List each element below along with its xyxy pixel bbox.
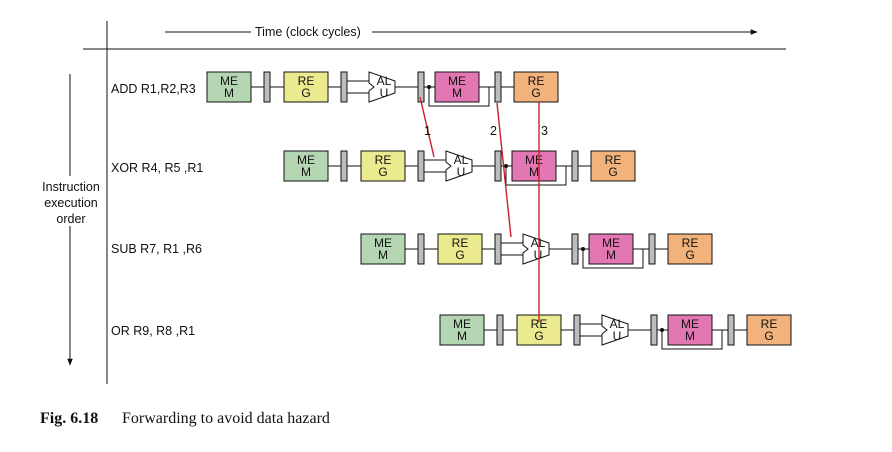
alu-text: U bbox=[380, 86, 389, 100]
register-file-read-text: RE bbox=[375, 153, 392, 167]
register-file-write bbox=[513, 71, 559, 103]
forwarding-path-2 bbox=[496, 102, 512, 238]
instruction-memory-text: ME bbox=[220, 74, 238, 88]
forward-label-1: 1 bbox=[424, 124, 431, 138]
alu-text: AL bbox=[531, 236, 546, 250]
instruction-label-3: SUB R7, R1 ,R6 bbox=[111, 242, 202, 256]
bypass-wire bbox=[661, 330, 723, 350]
register-file-read-text: G bbox=[455, 248, 464, 262]
pipeline-latch bbox=[417, 150, 425, 182]
data-memory-text: ME bbox=[602, 236, 620, 250]
register-file-read-text: G bbox=[301, 86, 310, 100]
instruction-memory-text: ME bbox=[453, 317, 471, 331]
register-file-write-text: RE bbox=[682, 236, 699, 250]
pipeline-latch bbox=[650, 314, 658, 346]
data-memory bbox=[511, 150, 557, 182]
register-file-write bbox=[590, 150, 636, 182]
pipeline-latch bbox=[340, 71, 348, 103]
side-label-line-1: Instruction bbox=[42, 180, 100, 194]
bypass-wire bbox=[582, 249, 644, 269]
register-file-write-text: G bbox=[685, 248, 694, 262]
caption-number: Fig. 6.18 bbox=[40, 410, 98, 427]
register-file-write bbox=[746, 314, 792, 346]
alu-text: AL bbox=[610, 317, 625, 331]
pipeline-latch bbox=[496, 314, 504, 346]
data-memory-text: M bbox=[685, 329, 695, 343]
instruction-memory-text: M bbox=[457, 329, 467, 343]
instruction-memory bbox=[283, 150, 329, 182]
pipeline-latch bbox=[263, 71, 271, 103]
forward-label-3: 3 bbox=[541, 124, 548, 138]
pipeline-latch bbox=[494, 71, 502, 103]
alu-icon bbox=[445, 150, 473, 182]
data-memory-text: ME bbox=[448, 74, 466, 88]
instruction-label-4: OR R9, R8 ,R1 bbox=[111, 324, 195, 338]
instruction-memory bbox=[206, 71, 252, 103]
alu-text: AL bbox=[377, 74, 392, 88]
instruction-memory-text: M bbox=[301, 165, 311, 179]
register-file-read bbox=[437, 233, 483, 265]
instruction-memory-text: M bbox=[378, 248, 388, 262]
register-file-read bbox=[283, 71, 329, 103]
register-file-read-text: RE bbox=[298, 74, 315, 88]
pipeline-latch bbox=[571, 233, 579, 265]
pipeline-latch bbox=[648, 233, 656, 265]
pipeline-latch bbox=[571, 150, 579, 182]
data-memory-text: ME bbox=[681, 317, 699, 331]
data-memory-text: M bbox=[452, 86, 462, 100]
pipeline-latch bbox=[494, 150, 502, 182]
data-memory bbox=[434, 71, 480, 103]
alu-text: U bbox=[613, 329, 622, 343]
alu-icon bbox=[522, 233, 550, 265]
register-file-write bbox=[667, 233, 713, 265]
alu-icon bbox=[368, 71, 396, 103]
instruction-memory-text: ME bbox=[374, 236, 392, 250]
bypass-wire bbox=[505, 166, 567, 186]
instruction-label-1: ADD R1,R2,R3 bbox=[111, 82, 196, 96]
instruction-label-2: XOR R4, R5 ,R1 bbox=[111, 161, 203, 175]
bypass-wire bbox=[428, 87, 490, 107]
pipeline-latch bbox=[727, 314, 735, 346]
alu-text: U bbox=[534, 248, 543, 262]
register-file-read-text: RE bbox=[531, 317, 548, 331]
register-file-read-text: G bbox=[378, 165, 387, 179]
instruction-memory bbox=[360, 233, 406, 265]
alu-text: AL bbox=[454, 153, 469, 167]
register-file-write-text: RE bbox=[761, 317, 778, 331]
register-file-read bbox=[360, 150, 406, 182]
alu-icon bbox=[601, 314, 629, 346]
data-memory-text: M bbox=[529, 165, 539, 179]
register-file-write-text: G bbox=[764, 329, 773, 343]
register-file-read-text: RE bbox=[452, 236, 469, 250]
side-label-line-2: execution bbox=[44, 196, 98, 210]
instruction-memory-text: M bbox=[224, 86, 234, 100]
forwarding-path-1 bbox=[419, 96, 435, 158]
instruction-memory-text: ME bbox=[297, 153, 315, 167]
pipeline-latch bbox=[417, 71, 425, 103]
caption-text: Forwarding to avoid data hazard bbox=[122, 410, 330, 427]
pipeline-latch bbox=[573, 314, 581, 346]
register-file-read-text: G bbox=[534, 329, 543, 343]
pipeline-latch bbox=[417, 233, 425, 265]
register-file-write-text: G bbox=[608, 165, 617, 179]
data-memory bbox=[588, 233, 634, 265]
time-title: Time (clock cycles) bbox=[255, 25, 361, 39]
data-memory-text: M bbox=[606, 248, 616, 262]
register-file-write-text: G bbox=[531, 86, 540, 100]
register-file-write-text: RE bbox=[528, 74, 545, 88]
alu-text: U bbox=[457, 165, 466, 179]
forward-label-2: 2 bbox=[490, 124, 497, 138]
pipeline-latch bbox=[340, 150, 348, 182]
register-file-write-text: RE bbox=[605, 153, 622, 167]
pipeline-latch bbox=[494, 233, 502, 265]
side-label-line-3: order bbox=[56, 212, 85, 226]
